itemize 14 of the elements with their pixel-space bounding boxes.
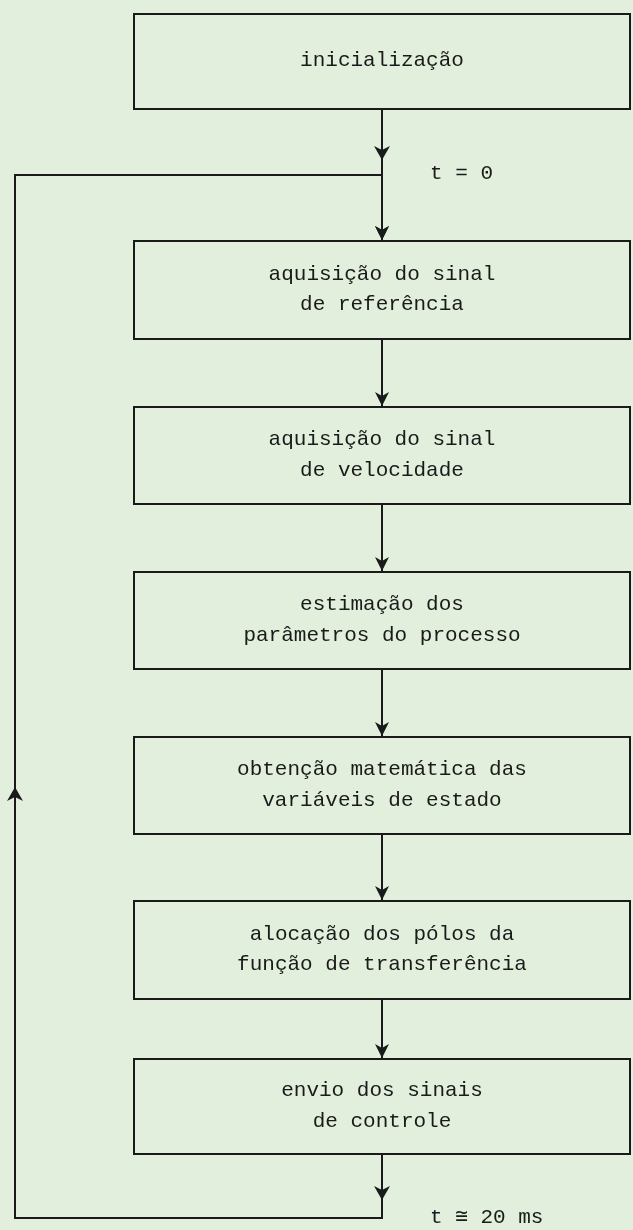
- box-text: inicialização: [300, 48, 464, 75]
- process-box: [133, 571, 631, 670]
- process-box: [133, 736, 631, 835]
- box-text: aquisição do sinal de referência: [267, 261, 497, 318]
- box-text: estimação dos parâmetros do processo: [243, 592, 521, 649]
- process-box: [133, 13, 631, 110]
- process-box: [133, 1058, 631, 1155]
- box-text: envio dos sinais de controle: [280, 1078, 484, 1135]
- box-text: aquisição do sinal de velocidade: [267, 427, 497, 484]
- box-text: obtenção matemática das variáveis de estado: [236, 757, 528, 814]
- process-box: [133, 240, 631, 340]
- box-text: alocação dos pólos da função de transferência: [237, 921, 527, 978]
- process-box: [133, 900, 631, 1000]
- process-box: [133, 406, 631, 505]
